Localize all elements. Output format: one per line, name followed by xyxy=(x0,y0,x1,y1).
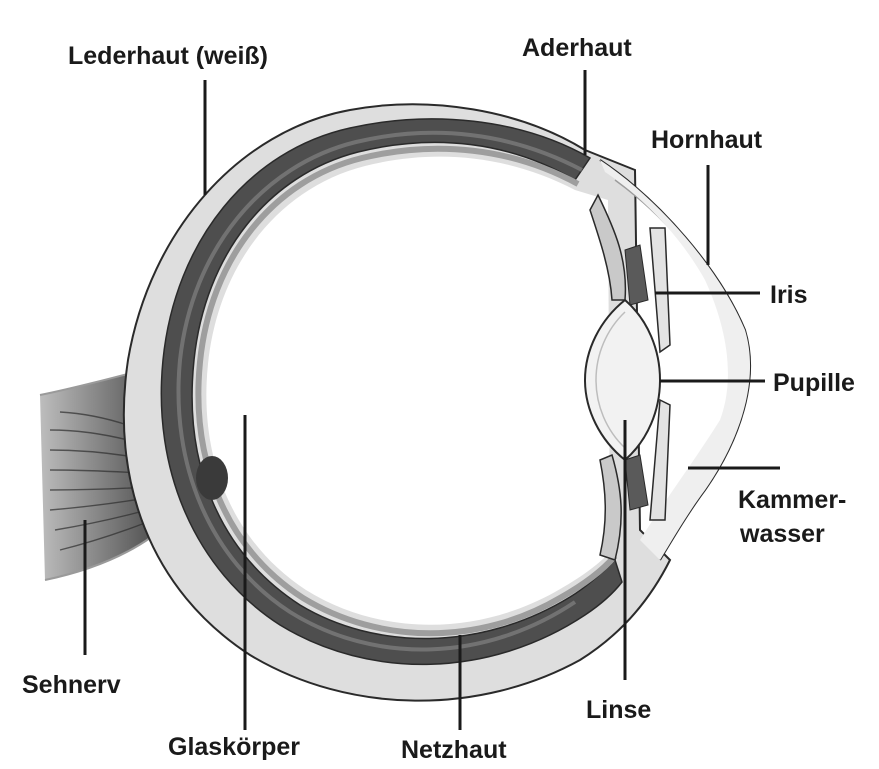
label-vitreous: Glaskörper xyxy=(168,733,300,761)
vitreous-body xyxy=(206,157,610,625)
label-lens: Linse xyxy=(586,696,651,724)
label-sclera: Lederhaut (weiß) xyxy=(68,42,268,70)
optic-disc xyxy=(196,456,228,500)
label-pupil: Pupille xyxy=(773,369,855,397)
label-cornea: Hornhaut xyxy=(651,126,763,154)
label-aqueous-line2: wasser xyxy=(739,520,825,548)
label-iris: Iris xyxy=(770,281,808,309)
label-aqueous-line1: Kammer- xyxy=(738,486,846,514)
label-optic-nerve: Sehnerv xyxy=(22,671,121,699)
label-retina: Netzhaut xyxy=(401,736,507,764)
label-choroid: Aderhaut xyxy=(522,34,632,62)
